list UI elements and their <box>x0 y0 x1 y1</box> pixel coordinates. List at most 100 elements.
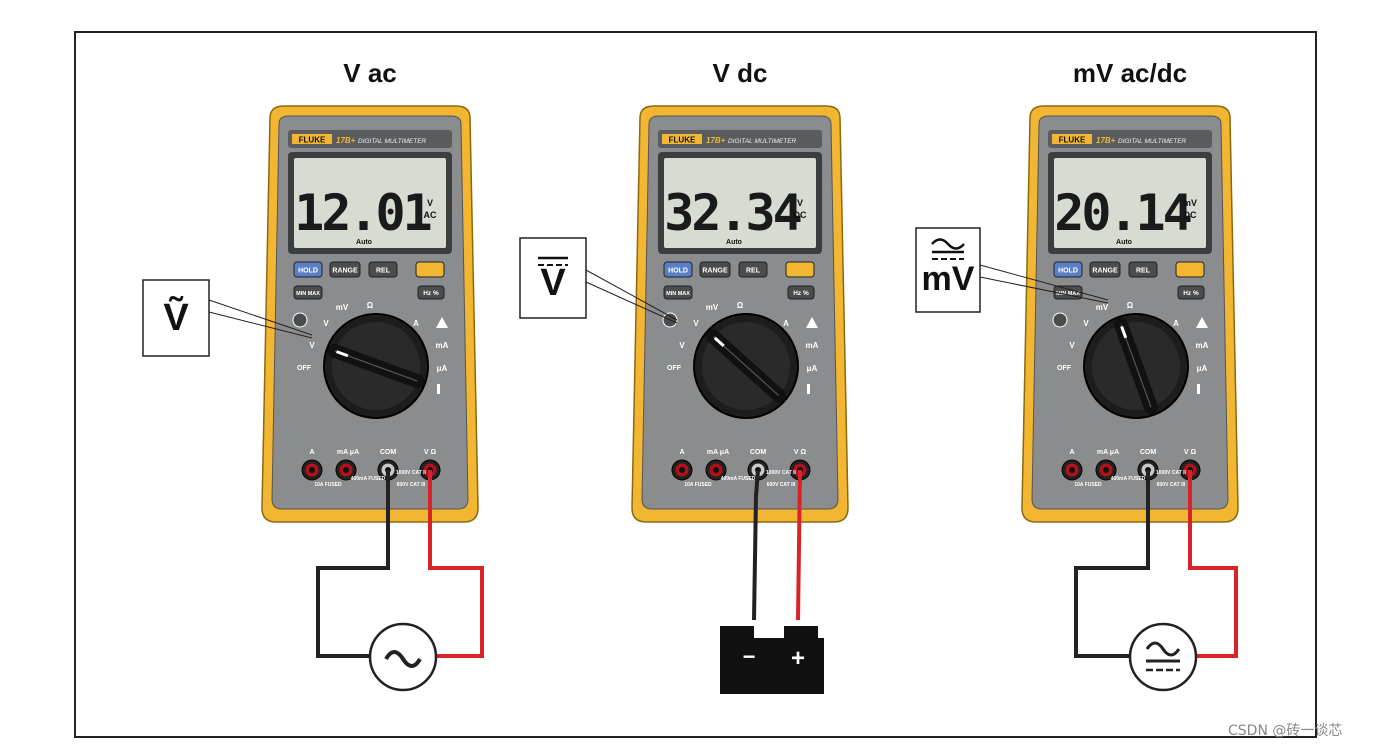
lcd-unit-bottom: AC <box>424 210 437 220</box>
meter-title: V dc <box>713 58 768 88</box>
rel-button[interactable] <box>368 261 398 278</box>
dial-vac-label: V <box>679 341 685 350</box>
rating-2-label: 600V CAT III <box>397 482 426 488</box>
fuse-400ma-label: 400mA FUSED <box>1111 476 1146 482</box>
range-button-label: RANGE <box>1092 268 1118 275</box>
yellow-button[interactable] <box>1175 261 1205 278</box>
lcd-unit-bottom: DC <box>1184 210 1197 220</box>
backlight-icon[interactable] <box>292 312 308 328</box>
callout-symbol: V <box>540 262 566 304</box>
temp-icon <box>437 384 440 394</box>
lcd-unit-top: mV <box>1183 198 1197 208</box>
lcd-screen <box>1054 158 1206 248</box>
rel-button[interactable] <box>1128 261 1158 278</box>
hz-button[interactable] <box>1177 285 1205 300</box>
hold-button[interactable] <box>293 261 323 278</box>
v-wire <box>1188 470 1238 658</box>
dial-ua-label: μA <box>1197 364 1208 373</box>
battery-neg-terminal <box>720 626 754 638</box>
dial-off-label: OFF <box>1057 365 1072 372</box>
backlight-icon[interactable] <box>1052 312 1068 328</box>
model-name: 17B+ <box>706 136 726 145</box>
rating-2-label: 600V CAT III <box>767 482 796 488</box>
range-button[interactable] <box>329 261 361 278</box>
lcd-reading: 32.34 <box>664 184 800 242</box>
rating-1-label: 1000V CAT II <box>1156 470 1187 476</box>
fuse-10a-label: 10A FUSED <box>684 482 712 488</box>
jack-vohm-label: V Ω <box>794 449 807 456</box>
battery <box>720 638 824 694</box>
rel-button-label: REL <box>1136 268 1151 275</box>
callout-box <box>142 279 210 357</box>
jack-a-label: A <box>679 449 684 456</box>
callout-leader <box>585 269 678 321</box>
jack-a-hole <box>1069 467 1075 473</box>
hold-button-label: HOLD <box>1058 268 1078 275</box>
hz-label: Hz % <box>423 290 439 297</box>
lcd-auto: Auto <box>1116 239 1132 246</box>
lcd-auto: Auto <box>726 239 742 246</box>
brand-logo <box>662 134 702 144</box>
range-button[interactable] <box>699 261 731 278</box>
hz-button[interactable] <box>787 285 815 300</box>
lcd-reading: 20.14 <box>1054 184 1190 242</box>
model-name: 17B+ <box>1096 136 1116 145</box>
hz-button[interactable] <box>417 285 445 300</box>
battery-plus: + <box>791 645 805 672</box>
dial-pointer-mark <box>713 336 725 348</box>
lcd-screen <box>664 158 816 248</box>
dial-ua-label: μA <box>437 364 448 373</box>
dial-ma-label: mA <box>806 341 819 350</box>
brand-name: FLUKE <box>299 136 326 145</box>
dial-pointer-edge <box>1120 324 1152 408</box>
fuse-400ma-label: 400mA FUSED <box>721 476 756 482</box>
warning-icon <box>1196 317 1208 328</box>
minmax-button[interactable] <box>293 285 323 300</box>
model-name: 17B+ <box>336 136 356 145</box>
callout-leader-2 <box>585 281 678 324</box>
minmax-button[interactable] <box>663 285 693 300</box>
hold-button[interactable] <box>1053 261 1083 278</box>
jack-ma-hole <box>713 467 719 473</box>
callout-symbol: mV <box>922 260 975 298</box>
dial-vac-label: V <box>1069 341 1075 350</box>
jack-ma-hole <box>343 467 349 473</box>
yellow-button[interactable] <box>415 261 445 278</box>
lcd-unit-bottom: DC <box>794 210 807 220</box>
temp-icon <box>807 384 810 394</box>
figure-frame <box>74 31 1317 738</box>
lcd-screen <box>294 158 446 248</box>
rel-button-label: REL <box>746 268 761 275</box>
jack-a-label: A <box>309 449 314 456</box>
meter-title: mV ac/dc <box>1073 58 1187 88</box>
rating-1-label: 1000V CAT II <box>766 470 797 476</box>
model-desc: DIGITAL MULTIMETER <box>1118 138 1187 145</box>
sine-icon <box>384 650 422 668</box>
jack-com-label: COM <box>750 449 767 456</box>
minmax-label: MIN MAX <box>666 291 690 297</box>
ac-source-symbol <box>1128 622 1198 692</box>
jack-ma-hole <box>1103 467 1109 473</box>
yellow-button[interactable] <box>785 261 815 278</box>
dial-ma-label: mA <box>1196 341 1209 350</box>
range-button-label: RANGE <box>702 268 728 275</box>
rel-button[interactable] <box>738 261 768 278</box>
jack-ma-label: mA μA <box>337 449 359 456</box>
range-button-label: RANGE <box>332 268 358 275</box>
lcd-unit-top: V <box>797 198 803 208</box>
model-desc: DIGITAL MULTIMETER <box>358 138 427 145</box>
warning-icon <box>436 317 448 328</box>
range-button[interactable] <box>1089 261 1121 278</box>
meter-title: V ac <box>343 58 397 88</box>
dial-mv-label: mV <box>1096 303 1109 312</box>
hold-button[interactable] <box>663 261 693 278</box>
minmax-label: MIN MAX <box>296 291 320 297</box>
dial-off-label: OFF <box>667 365 682 372</box>
fuse-10a-label: 10A FUSED <box>1074 482 1102 488</box>
jack-vohm-label: V Ω <box>1184 449 1197 456</box>
jack-ma-label: mA μA <box>1097 449 1119 456</box>
model-desc: DIGITAL MULTIMETER <box>728 138 797 145</box>
